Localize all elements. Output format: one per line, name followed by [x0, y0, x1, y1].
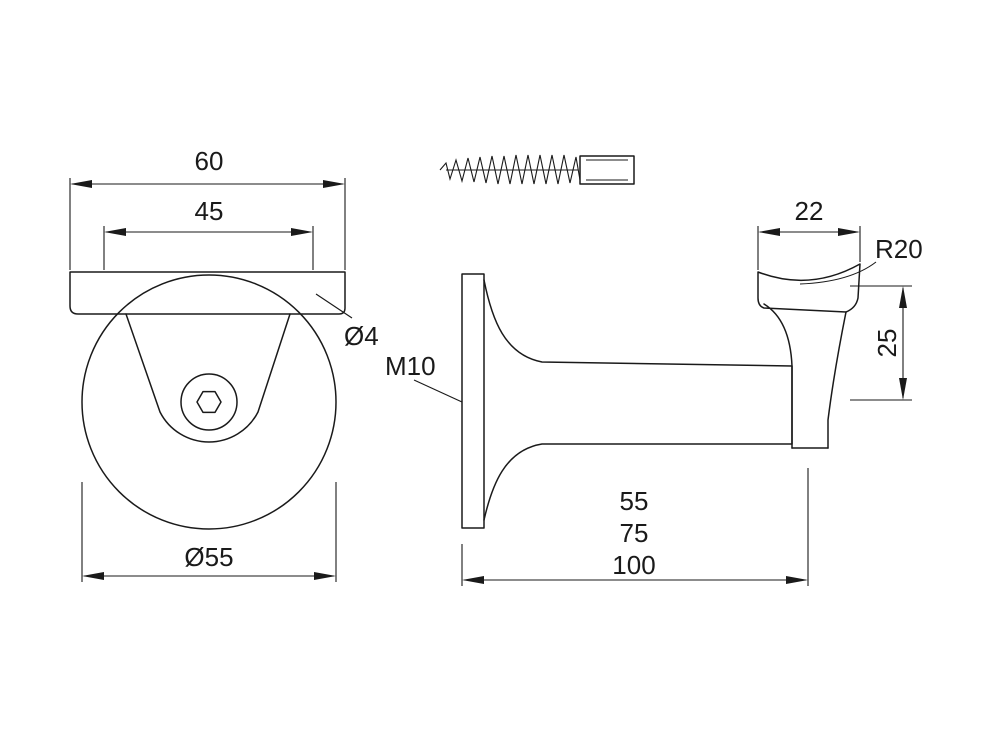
side-view: M10 22 R20 25 55 75 100: [385, 196, 923, 586]
dim-55-diameter-label: Ø55: [184, 542, 233, 572]
base-disc: [81, 274, 337, 530]
dim-60-label: 60: [195, 146, 224, 176]
hanger-bolt: [439, 154, 635, 185]
arm: [483, 279, 793, 521]
dim-55-label: 55: [620, 486, 649, 516]
front-view: 60 45 Ø4 Ø55: [69, 146, 379, 582]
saddle: [757, 263, 861, 313]
neck: [125, 313, 291, 443]
dim-25-label: 25: [872, 329, 902, 358]
dim-100-label: 100: [612, 550, 655, 580]
dim-45-label: 45: [195, 196, 224, 226]
screw-thread: [439, 154, 581, 185]
socket-bolt: [180, 373, 238, 431]
mounting-plate: [69, 271, 346, 315]
dim-75-label: 75: [620, 518, 649, 548]
wall-plate: [461, 273, 485, 529]
machine-thread-end: [579, 155, 635, 185]
dim-22-label: 22: [795, 196, 824, 226]
thread-label: M10: [385, 351, 436, 381]
hole-diameter-label: Ø4: [344, 321, 379, 351]
saddle-stem: [763, 303, 847, 449]
radius-label: R20: [875, 234, 923, 264]
hex-socket-icon: [196, 390, 222, 414]
